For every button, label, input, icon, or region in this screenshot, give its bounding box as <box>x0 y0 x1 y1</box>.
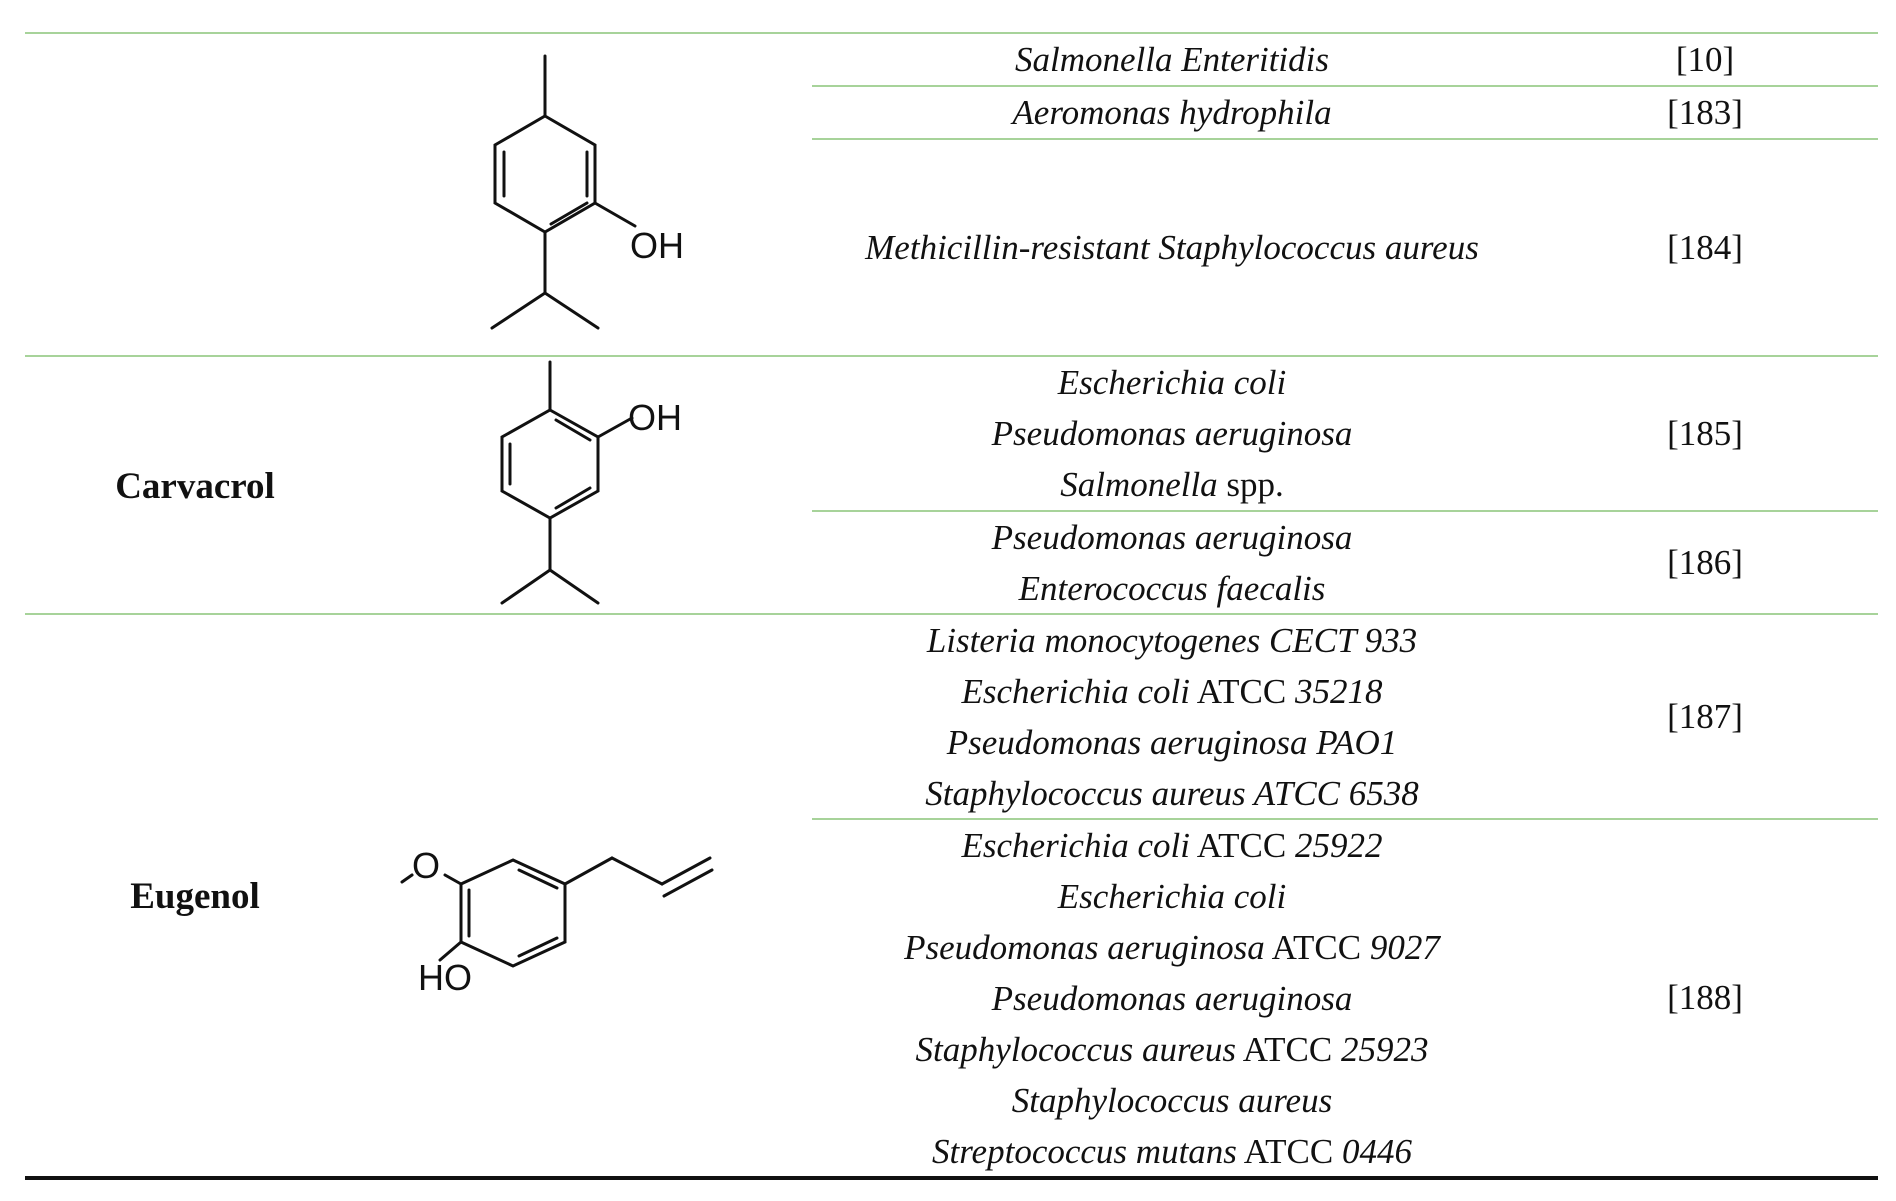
organism-text: ATCC <box>1236 1131 1342 1171</box>
reference-cell: [188] <box>1667 978 1743 1017</box>
organism-text: Pseudomonas aeruginosa <box>991 414 1353 453</box>
organism-text: Escherichia coli <box>961 825 1190 865</box>
organism-text: ATCC <box>1189 825 1295 865</box>
organism-text: Escherichia coli <box>961 671 1190 711</box>
organism-text: 25922 <box>1294 825 1383 865</box>
organism-text: Escherichia coli <box>1057 363 1287 402</box>
reference-cell: [183] <box>1667 92 1743 132</box>
organism-text: ATCC <box>1189 671 1295 711</box>
organism-text: spp. <box>1217 465 1284 504</box>
organism-text: Enterococcus faecalis <box>1018 568 1326 608</box>
organism-text: Pseudomonas aeruginosa PAO1 <box>946 722 1398 762</box>
organism-line: Enterococcus faecalis <box>1019 563 1326 614</box>
eugenol-ho-label: HO <box>418 957 472 998</box>
organism-text: Escherichia coli <box>1057 876 1287 916</box>
organism-text: Pseudomonas aeruginosa <box>991 517 1353 557</box>
rule-row1-b <box>812 138 1878 140</box>
organism-text: 0446 <box>1341 1131 1412 1171</box>
rule-top <box>25 32 1878 34</box>
organism-cell: Salmonella Enteritidis <box>812 34 1532 85</box>
organism-line: Pseudomonas aeruginosa <box>992 408 1353 459</box>
organism-cell: Methicillin-resistant Staphylococcus aur… <box>812 140 1532 355</box>
organism-line: Staphylococcus aureus ATCC 6538 <box>925 768 1419 819</box>
organism-text: ATCC <box>1264 927 1370 967</box>
organism-text: Pseudomonas aeruginosa <box>991 978 1353 1018</box>
organism-text: Pseudomonas aeruginosa <box>904 927 1265 967</box>
compound-name-eugenol: Eugenol <box>130 876 260 917</box>
organism-line: Aeromonas hydrophila <box>1012 87 1331 138</box>
organism-text: Streptococcus mutans <box>932 1131 1237 1171</box>
organism-text: Listeria monocytogenes CECT 933 <box>926 620 1418 660</box>
organism-line: Listeria monocytogenes CECT 933 <box>927 615 1417 666</box>
reference-cell: [10] <box>1675 39 1735 79</box>
rule-row3-a <box>812 818 1878 820</box>
organism-line: Salmonella spp. <box>1060 459 1284 510</box>
rule-row-carvacrol <box>25 355 1878 357</box>
organism-text: Staphylococcus aureus <box>915 1029 1236 1069</box>
organism-text: Staphylococcus aureus ATCC 6538 <box>925 773 1419 813</box>
organism-line: Staphylococcus aureus <box>1012 1075 1332 1126</box>
organism-text: ATCC <box>1235 1029 1341 1069</box>
organism-line: Escherichia coli ATCC 35218 <box>962 666 1383 717</box>
organism-line: Salmonella Enteritidis <box>1015 34 1329 85</box>
reference-cell: [186] <box>1667 542 1743 582</box>
organism-text: 25923 <box>1340 1029 1429 1069</box>
organism-text: 9027 <box>1369 927 1440 967</box>
reference-cell: [187] <box>1667 696 1743 736</box>
organism-cell: Aeromonas hydrophila <box>812 87 1532 138</box>
organism-line: Methicillin-resistant Staphylococcus aur… <box>865 222 1479 273</box>
reference-cell: [185] <box>1667 413 1743 453</box>
organism-line: Pseudomonas aeruginosa <box>992 973 1353 1024</box>
organism-text: Salmonella <box>1060 465 1218 504</box>
organism-line: Escherichia coli <box>1058 871 1286 922</box>
thymol-structure-icon: OH <box>470 48 710 343</box>
rule-row1-a <box>812 85 1878 87</box>
organism-line: Pseudomonas aeruginosa PAO1 <box>947 717 1397 768</box>
rule-row2-a <box>812 510 1878 512</box>
organism-line: Streptococcus mutans ATCC 0446 <box>932 1126 1412 1177</box>
organism-line: Pseudomonas aeruginosa ATCC 9027 <box>904 922 1440 973</box>
carvacrol-structure-icon: OH <box>480 360 710 615</box>
organism-text: Salmonella Enteritidis <box>1014 40 1329 79</box>
organism-text: Methicillin-resistant Staphylococcus aur… <box>865 228 1479 267</box>
organism-line: Staphylococcus aureus ATCC 25923 <box>916 1024 1429 1075</box>
eugenol-structure-icon: O HO <box>400 840 780 1025</box>
rule-bottom <box>25 1176 1878 1180</box>
rule-row-eugenol <box>25 613 1878 615</box>
organism-text: Aeromonas hydrophila <box>1012 93 1332 132</box>
organism-line: Escherichia coli ATCC 25922 <box>962 820 1383 871</box>
reference-cell: [184] <box>1667 227 1743 267</box>
organism-line: Escherichia coli <box>1058 357 1286 408</box>
compound-name-carvacrol: Carvacrol <box>115 466 275 507</box>
eugenol-o-label: O <box>412 845 440 886</box>
carvacrol-oh-label: OH <box>628 397 682 438</box>
thymol-oh-label: OH <box>630 225 684 266</box>
organism-line: Pseudomonas aeruginosa <box>992 512 1353 563</box>
organism-text: 35218 <box>1294 671 1383 711</box>
organism-text: Staphylococcus aureus <box>1011 1080 1333 1120</box>
